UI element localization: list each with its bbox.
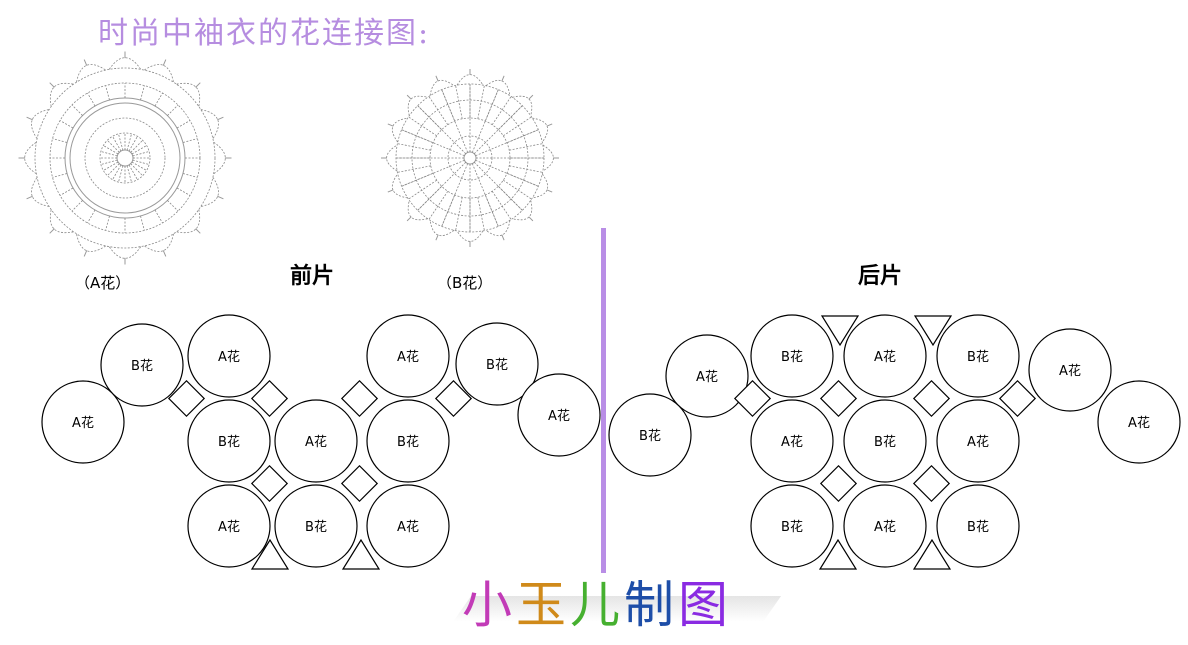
motif-a-chart — [18, 51, 232, 265]
front-flower-label: B花 — [131, 358, 153, 374]
front-flower-circle — [455, 322, 539, 406]
back-flower-circle — [1028, 328, 1112, 412]
front-flower-circle — [41, 380, 125, 464]
connector-diamond — [434, 379, 473, 418]
back-flower-circle — [843, 399, 927, 483]
back-flower-circle — [1097, 380, 1181, 464]
back-flower-label: A花 — [696, 369, 718, 385]
credit-char: 儿 — [570, 576, 624, 634]
back-flower-label: B花 — [874, 434, 896, 450]
front-flower-label: A花 — [397, 519, 419, 535]
back-flower-label: B花 — [639, 428, 661, 444]
back-piece-label: 后片 — [858, 264, 903, 289]
front-flower-label: A花 — [305, 434, 327, 450]
back-flower-label: B花 — [781, 519, 803, 535]
front-piece-label: 前片 — [290, 264, 335, 289]
connector-diamond — [250, 379, 289, 418]
connector-diamond — [912, 464, 951, 503]
front-flower-circle — [517, 373, 601, 457]
connector-diamond — [340, 379, 379, 418]
front-flower-circle — [274, 399, 358, 483]
front-flower-circle — [366, 484, 450, 568]
connector-diamond — [819, 379, 858, 418]
front-flower-label: A花 — [72, 415, 94, 431]
connector-diamond — [250, 464, 289, 503]
front-flower-circle — [366, 314, 450, 398]
back-flower-circle — [936, 314, 1020, 398]
front-flower-label: B花 — [397, 434, 419, 450]
back-flower-label: B花 — [967, 519, 989, 535]
motif-b-label: （B花） — [437, 274, 493, 292]
back-flower-circle — [843, 314, 927, 398]
front-flower-circle — [100, 323, 184, 407]
back-piece: A花 B花 A花 B花 A花 B花 A花 B花 A花 A花 B花 A花 B花 — [608, 314, 1181, 570]
back-flower-circle — [750, 399, 834, 483]
back-flower-circle — [750, 314, 834, 398]
front-flower-label: A花 — [218, 349, 240, 365]
connector-diamond — [340, 464, 379, 503]
credit-char: 玉 — [516, 576, 570, 634]
front-flower-label: B花 — [305, 519, 327, 535]
section-divider — [601, 228, 606, 573]
connector-diamond — [912, 379, 951, 418]
back-flower-circle — [608, 393, 692, 477]
connector-triangle — [820, 315, 860, 347]
front-flower-label: A花 — [218, 519, 240, 535]
connector-diamond — [167, 379, 206, 418]
back-flower-circle — [750, 484, 834, 568]
credit-char: 小 — [462, 576, 516, 634]
connector-triangle — [913, 315, 953, 347]
back-flower-label: A花 — [781, 434, 803, 450]
back-flower-circle — [665, 334, 749, 418]
front-flower-circle — [274, 484, 358, 568]
connector-triangle — [912, 538, 952, 570]
credit-text: 小玉儿制图 — [462, 565, 732, 637]
back-flower-circle — [936, 484, 1020, 568]
connector-triangle — [250, 538, 290, 570]
motif-b-chart — [381, 69, 559, 247]
back-flower-label: A花 — [1128, 415, 1150, 431]
front-flower-label: B花 — [486, 357, 508, 373]
front-piece: B花 A花 A花 B花 A花 A花 B花 A花 B花 A花 B花 A花 — [41, 314, 601, 570]
credit-char: 制 — [624, 576, 678, 634]
back-flower-label: A花 — [1059, 363, 1081, 379]
credit-char: 图 — [678, 576, 732, 634]
connector-diamond — [733, 379, 772, 418]
back-flower-label: A花 — [967, 434, 989, 450]
page-title: 时尚中袖衣的花连接图: — [98, 16, 431, 51]
motif-a-label: （A花） — [75, 274, 131, 292]
front-flower-label: B花 — [218, 434, 240, 450]
back-flower-label: B花 — [781, 349, 803, 365]
front-flower-circle — [366, 399, 450, 483]
back-flower-label: A花 — [874, 349, 896, 365]
connector-triangle — [341, 538, 381, 570]
connector-triangle — [818, 538, 858, 570]
back-flower-circle — [936, 399, 1020, 483]
front-flower-label: A花 — [548, 408, 570, 424]
back-flower-circle — [843, 484, 927, 568]
front-flower-circle — [187, 484, 271, 568]
back-flower-label: A花 — [874, 519, 896, 535]
front-flower-circle — [187, 399, 271, 483]
back-flower-label: B花 — [967, 349, 989, 365]
connector-diamond — [819, 464, 858, 503]
front-flower-label: A花 — [397, 349, 419, 365]
front-flower-circle — [187, 314, 271, 398]
connector-diamond — [998, 379, 1037, 418]
